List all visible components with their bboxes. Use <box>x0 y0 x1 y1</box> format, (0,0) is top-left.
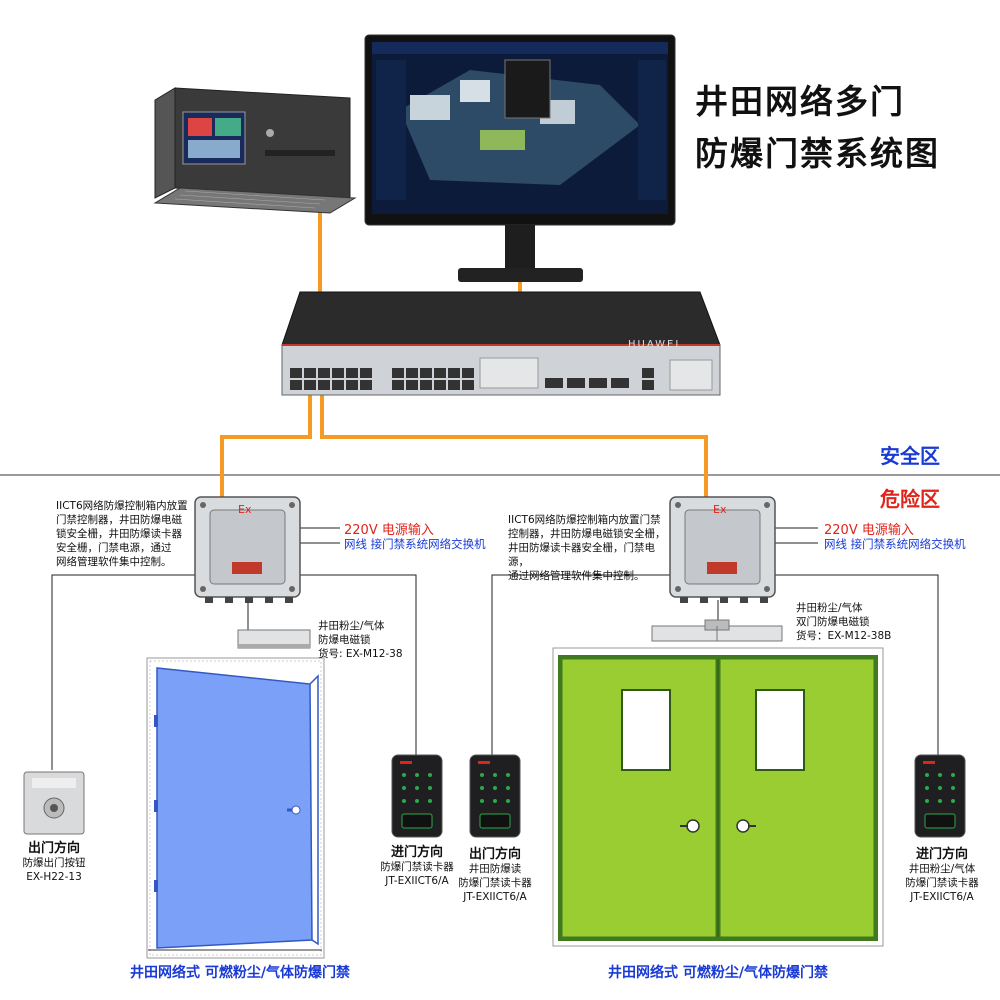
title-line-2: 防爆门禁系统图 <box>695 134 940 173</box>
wire-left-exit-button <box>51 574 200 770</box>
lock-left-label: 井田粉尘/气体 防爆电磁锁 货号: EX-M12-38 <box>318 620 403 660</box>
lock-right-label: 井田粉尘/气体 双门防爆电磁锁 货号：EX-M12-38B <box>796 602 892 642</box>
door-left <box>146 657 325 959</box>
exit-button-label: 出门方向 防爆出门按钮 EX-H22-13 <box>22 841 86 884</box>
reader-right-in-label: 进门方向 井田粉尘/气体 防爆门禁读卡器 JT-EXIICT6/A <box>905 847 979 904</box>
reader-left-in-label: 进门方向 防爆门禁读卡器 JT-EXIICT6/A <box>380 845 454 888</box>
reader-right-out-label: 出门方向 井田防爆读 防爆门禁读卡器 JT-EXIICT6/A <box>458 847 532 904</box>
controller-right-power: 220V 电源输入 <box>824 523 914 538</box>
card-reader-right-in <box>914 754 966 838</box>
card-reader-right-out <box>469 754 521 838</box>
zone-danger-label: 危险区 <box>880 487 940 511</box>
diagram-title: 井田网络多门 防爆门禁系统图 <box>695 76 940 180</box>
wire-right-reader-in <box>760 574 939 755</box>
wire-left-reader <box>280 574 417 755</box>
ex-badge-left: Ex <box>238 503 252 516</box>
title-line-1: 井田网络多门 <box>695 82 905 121</box>
cable-switch-to-right-controller <box>320 395 708 497</box>
monitor <box>364 34 676 282</box>
switch-brand-label: HUAWEI <box>628 339 681 350</box>
industrial-pc <box>153 87 357 214</box>
card-reader-left-in <box>391 754 443 838</box>
controller-right-note: IICT6网络防爆控制箱内放置门禁 控制器，井田防爆电磁锁安全栅， 井田防爆读卡… <box>508 514 666 582</box>
exit-button-device <box>23 771 85 835</box>
door-right-caption: 井田网络式 可燃粉尘/气体防爆门禁 <box>608 965 828 981</box>
controller-box-left <box>194 496 301 603</box>
controller-box-right <box>669 496 776 603</box>
ex-badge-right: Ex <box>713 503 727 516</box>
door-left-caption: 井田网络式 可燃粉尘/气体防爆门禁 <box>130 965 350 981</box>
pc-keyboard-tray <box>153 187 357 214</box>
magnetic-lock-left <box>237 629 311 649</box>
door-left-leaf <box>156 667 313 949</box>
network-switch <box>281 291 721 396</box>
controller-left-network: 网线 接门禁系统网络交换机 <box>344 537 486 551</box>
signal-wires <box>51 527 939 770</box>
controller-right-network: 网线 接门禁系统网络交换机 <box>824 537 966 551</box>
controller-left-power: 220V 电源输入 <box>344 523 434 538</box>
magnetic-lock-right <box>651 619 783 642</box>
controller-left-note: IICT6网络防爆控制箱内放置 门禁控制器，井田防爆电磁 锁安全栅，井田防爆读卡… <box>56 500 188 568</box>
cable-switch-to-left-controller <box>220 395 312 497</box>
door-right <box>552 647 884 947</box>
zone-safe-label: 安全区 <box>880 444 940 468</box>
wire-right-reader-out <box>491 574 675 755</box>
